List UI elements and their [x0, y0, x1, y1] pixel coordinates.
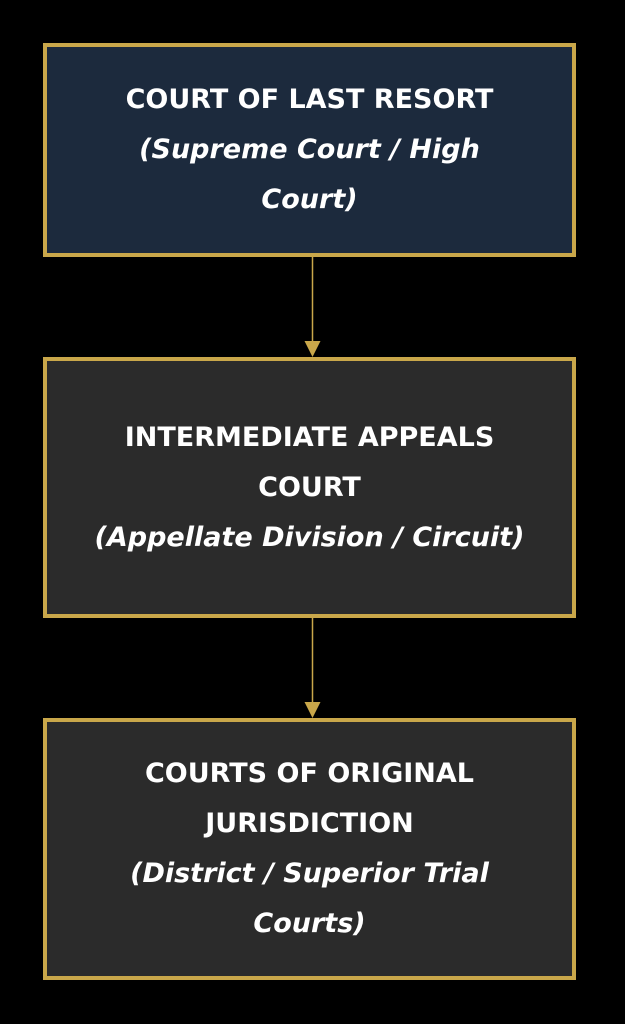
arrow-1-head: [304, 341, 321, 357]
node-court-of-last-resort: COURT OF LAST RESORT (Supreme Court / Hi…: [43, 43, 576, 257]
node-subtitle: (District / Superior Trial Courts): [130, 858, 489, 939]
node-courts-of-original-jurisdiction: COURTS OF ORIGINAL JURISDICTION (Distric…: [43, 718, 576, 980]
node-subtitle: (Appellate Division / Circuit): [94, 521, 525, 553]
node-intermediate-appeals-court: INTERMEDIATE APPEALS COURT (Appellate Di…: [43, 357, 576, 618]
arrow-2-head: [304, 702, 321, 718]
node-subtitle: (Supreme Court / High Court): [139, 134, 480, 215]
node-title: COURT OF LAST RESORT: [125, 84, 494, 115]
node-title: COURTS OF ORIGINAL JURISDICTION: [144, 758, 475, 839]
node-title: INTERMEDIATE APPEALS COURT: [124, 421, 495, 503]
